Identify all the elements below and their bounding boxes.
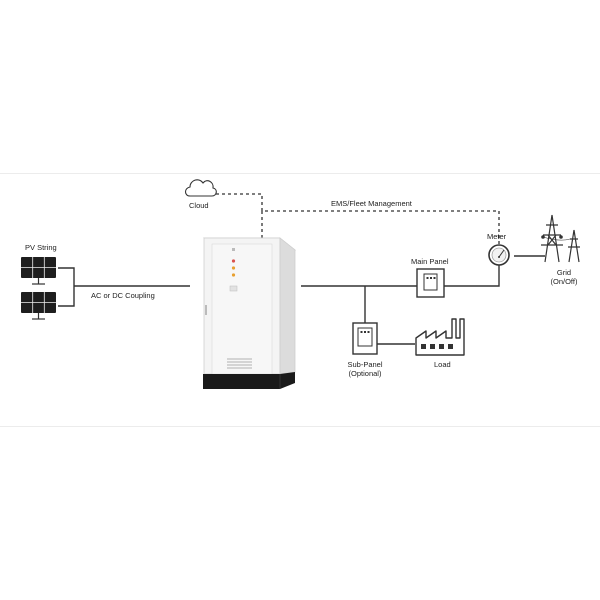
grid-label-line2: (On/Off) [550,277,578,286]
grid-label-line1: Grid [556,268,572,277]
battery-cabinet-icon [202,237,297,389]
ems-label: EMS/Fleet Management [331,199,412,208]
grid-label: Grid (On/Off) [544,268,584,286]
diagram-band [0,173,600,427]
sub-panel-label: Sub-Panel (Optional) [341,360,389,378]
main-panel-icon [416,268,445,298]
pv-bracket-line [58,267,75,307]
solar-panel-icon [21,257,56,285]
meter-gauge-icon [488,244,510,266]
solar-panel-icon [21,292,56,320]
cloud-icon [184,179,217,197]
factory-icon [415,318,465,356]
main-panel-label: Main Panel [411,257,449,266]
cloud-label: Cloud [189,201,209,210]
sub-panel-icon [352,322,378,355]
pv-string-label: PV String [25,243,57,252]
transmission-tower-icon [541,214,580,263]
coupling-label: AC or DC Coupling [91,291,155,300]
meter-label: Meter [487,232,507,241]
sub-panel-label-line2: (Optional) [348,369,382,378]
main-panel-to-meter-line [444,265,500,287]
load-label: Load [434,360,451,369]
sub-panel-label-line1: Sub-Panel [347,360,383,369]
